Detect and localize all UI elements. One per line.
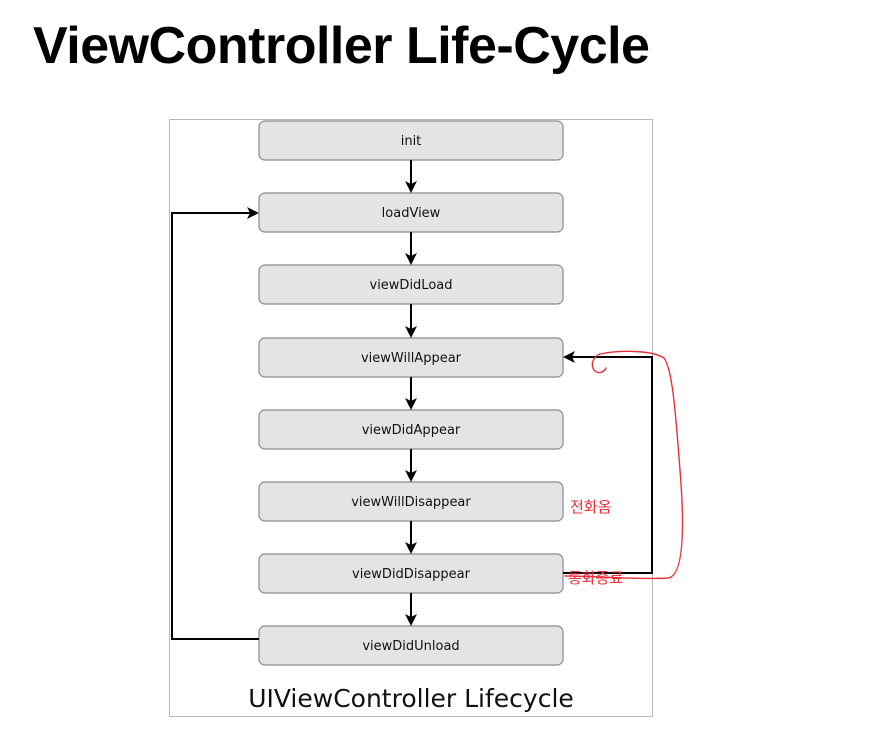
step-init: init <box>258 120 564 161</box>
step-viewdidunload: viewDidUnload <box>258 625 564 666</box>
step-label-viewdiddisappear: viewDidDisappear <box>352 567 471 582</box>
step-label-viewdidunload: viewDidUnload <box>362 639 459 654</box>
step-label-viewdidappear: viewDidAppear <box>362 423 461 438</box>
step-label-viewwilldisappear: viewWillDisappear <box>351 495 471 510</box>
step-viewdiddisappear: viewDidDisappear <box>258 553 564 594</box>
step-viewdidload: viewDidLoad <box>258 264 564 305</box>
step-label-viewwillappear: viewWillAppear <box>361 351 462 366</box>
step-loadview: loadView <box>258 192 564 233</box>
arrow-unload-back-to-loadview <box>171 207 259 640</box>
step-label-init: init <box>401 134 422 149</box>
step-viewwilldisappear: viewWillDisappear <box>258 481 564 522</box>
step-label-viewdidload: viewDidLoad <box>370 278 453 293</box>
annotation-loop-stroke <box>564 350 684 580</box>
step-label-loadview: loadView <box>382 206 441 221</box>
step-viewdidappear: viewDidAppear <box>258 409 564 450</box>
annotation-call-ended: 통화종료 <box>568 569 623 587</box>
diagram-caption: UIViewController Lifecycle <box>248 684 574 713</box>
arrow-disappear-back-to-willappear <box>563 351 653 574</box>
annotation-call-incoming: 전화옴 <box>570 498 611 516</box>
page-title: ViewController Life-Cycle <box>33 17 650 75</box>
step-viewwillappear: viewWillAppear <box>258 337 564 378</box>
